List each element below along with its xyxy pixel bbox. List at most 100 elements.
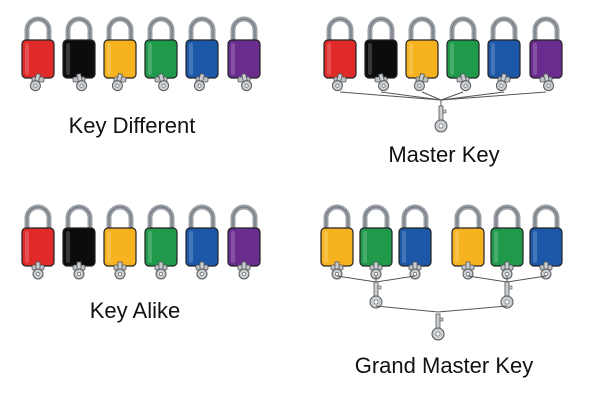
key-icon	[241, 73, 253, 92]
title-key-alike: Key Alike	[90, 298, 181, 323]
key-icon	[331, 261, 343, 280]
master-key-icon	[369, 281, 383, 309]
padlock-blue	[529, 204, 563, 271]
padlock-purple	[529, 16, 563, 83]
connector-line	[336, 275, 377, 283]
lock-highlight	[491, 43, 495, 75]
shackle-outline-icon	[108, 206, 132, 230]
key-icon	[76, 73, 88, 92]
lock-highlight	[66, 43, 70, 75]
lock-highlight	[455, 231, 459, 263]
panel-grand-master-key	[320, 204, 563, 341]
shackle-outline-icon	[534, 18, 558, 42]
shackle-outline-icon	[364, 206, 388, 230]
lock-highlight	[363, 231, 367, 263]
lock-highlight	[107, 231, 111, 263]
shackle-outline-icon	[232, 206, 256, 230]
master-key-icon	[431, 313, 445, 341]
lock-highlight	[494, 231, 498, 263]
lock-highlight	[25, 231, 29, 263]
key-icon	[460, 73, 472, 92]
padlock-black	[62, 204, 96, 271]
padlock-yellow	[405, 16, 439, 83]
key-icon	[155, 261, 167, 280]
padlock-red	[323, 16, 357, 83]
padlock-purple	[227, 16, 261, 83]
key-icon	[238, 261, 250, 280]
key-icon	[378, 73, 390, 92]
lock-highlight	[368, 43, 372, 75]
shackle-outline-icon	[369, 18, 393, 42]
padlock-green	[359, 204, 393, 271]
key-icon	[158, 73, 170, 92]
shackle-outline-icon	[232, 18, 256, 42]
lock-highlight	[148, 231, 152, 263]
connector-line	[506, 275, 547, 283]
lock-highlight	[402, 231, 406, 263]
padlock-blue	[185, 204, 219, 271]
shackle-outline-icon	[534, 206, 558, 230]
lock-highlight	[324, 231, 328, 263]
shackle-outline-icon	[67, 18, 91, 42]
lock-highlight	[327, 43, 331, 75]
key-icon	[32, 261, 44, 280]
connector-line	[440, 91, 464, 101]
shackle-outline-icon	[26, 206, 50, 230]
padlock-blue	[487, 16, 521, 83]
connector-line	[380, 91, 442, 101]
lock-highlight	[25, 43, 29, 75]
key-icon	[111, 73, 123, 92]
padlock-blue	[398, 204, 432, 271]
shackle-outline-icon	[495, 206, 519, 230]
lock-highlight	[533, 231, 537, 263]
padlock-red	[21, 204, 55, 271]
padlock-yellow	[103, 204, 137, 271]
panel-key-different	[21, 16, 261, 92]
shackle-outline-icon	[108, 18, 132, 42]
padlock-green	[446, 16, 480, 83]
padlock-green	[490, 204, 524, 271]
key-icon	[193, 73, 205, 92]
connector-line	[375, 275, 416, 283]
master-key-icon	[434, 105, 448, 133]
padlock-purple	[227, 204, 261, 271]
padlock-black	[62, 16, 96, 83]
key-icon	[413, 73, 425, 92]
shackle-outline-icon	[451, 18, 475, 42]
title-key-different: Key Different	[69, 113, 196, 138]
connector-line	[440, 91, 547, 101]
key-icon	[543, 73, 555, 92]
lock-highlight	[189, 231, 193, 263]
title-grand-master-key: Grand Master Key	[355, 353, 534, 378]
connector-line	[375, 305, 439, 313]
lock-highlight	[66, 231, 70, 263]
lock-highlight	[231, 231, 235, 263]
key-icon	[495, 73, 507, 92]
key-icon	[114, 261, 126, 280]
padlock-yellow	[451, 204, 485, 271]
padlock-red	[21, 16, 55, 83]
padlock-green	[144, 16, 178, 83]
lock-highlight	[231, 43, 235, 75]
shackle-outline-icon	[149, 18, 173, 42]
connector-line	[421, 91, 442, 101]
shackle-outline-icon	[325, 206, 349, 230]
lock-highlight	[107, 43, 111, 75]
connector-line	[467, 275, 508, 283]
padlock-blue	[185, 16, 219, 83]
key-icon	[501, 261, 513, 280]
key-icon	[29, 73, 41, 92]
connector-line	[440, 91, 505, 101]
connector-line	[339, 91, 442, 101]
lock-highlight	[533, 43, 537, 75]
lock-highlight	[148, 43, 152, 75]
master-key-icon	[500, 281, 514, 309]
panel-key-alike	[21, 204, 261, 280]
padlock-yellow	[103, 16, 137, 83]
shackle-outline-icon	[149, 206, 173, 230]
padlock-yellow	[320, 204, 354, 271]
shackle-outline-icon	[492, 18, 516, 42]
lock-highlight	[189, 43, 193, 75]
key-icon	[196, 261, 208, 280]
